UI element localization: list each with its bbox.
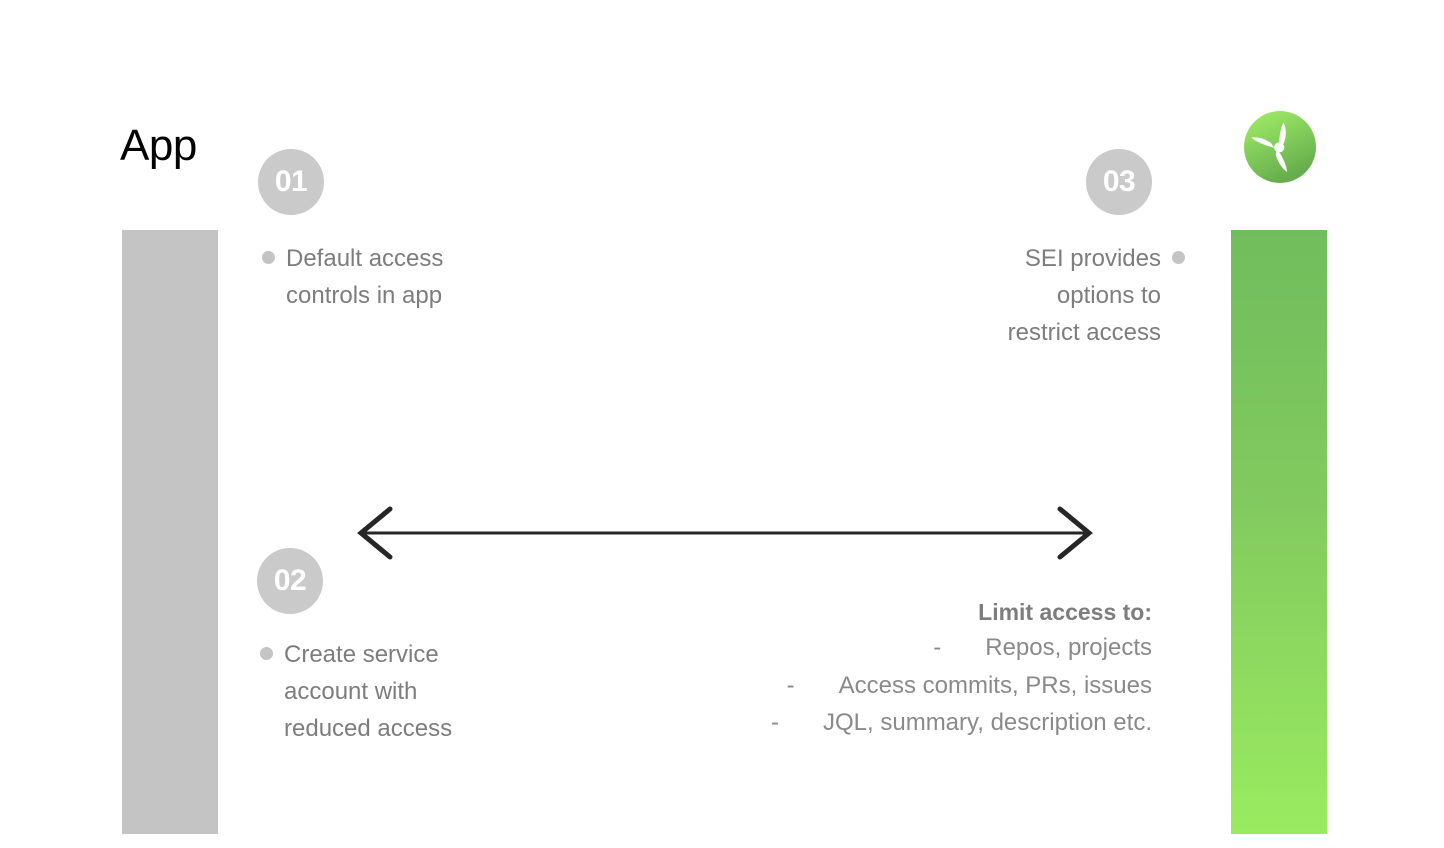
limit-access-item: -Access commits, PRs, issues <box>600 667 1152 705</box>
step-03-line-1: SEI provides <box>885 240 1185 277</box>
step-02-line-3: reduced access <box>284 715 453 742</box>
limit-access-title: Limit access to: <box>978 599 1152 625</box>
limit-dash: - <box>933 634 942 661</box>
step-badge-01: 01 <box>258 149 324 215</box>
limit-dash: - <box>771 709 779 736</box>
step-01-line-1: Default access <box>262 240 443 277</box>
step-text-01: Default access controls in app <box>262 240 443 314</box>
limit-access-item: -JQL, summary, description etc. <box>600 704 1152 742</box>
limit-dash: - <box>786 671 795 699</box>
step-text-03: SEI provides options to restrict access <box>885 240 1185 351</box>
step-01-line-2: controls in app <box>286 282 443 309</box>
page-title: App <box>120 121 197 170</box>
bullet-dot-icon <box>262 251 275 265</box>
step-text-02: Create service account with reduced acce… <box>260 636 452 747</box>
step-02-line-2: account with <box>284 678 418 705</box>
sei-propeller-logo <box>1243 110 1317 184</box>
bullet-dot-icon <box>1172 251 1185 265</box>
app-column-bar <box>122 230 218 834</box>
step-03-line-2: options to <box>1056 282 1161 309</box>
bullet-dot-icon <box>260 647 273 661</box>
bidirectional-arrow <box>352 505 1098 561</box>
step-03-line-3: restrict access <box>1007 319 1161 346</box>
step-badge-03: 03 <box>1086 149 1152 215</box>
step-02-line-1: Create service <box>260 636 452 673</box>
sei-column-bar <box>1231 230 1327 834</box>
limit-access-item: -Repos, projects <box>600 629 1152 667</box>
limit-access-block: Limit access to: -Repos, projects -Acces… <box>600 596 1152 742</box>
step-badge-02: 02 <box>257 548 323 614</box>
